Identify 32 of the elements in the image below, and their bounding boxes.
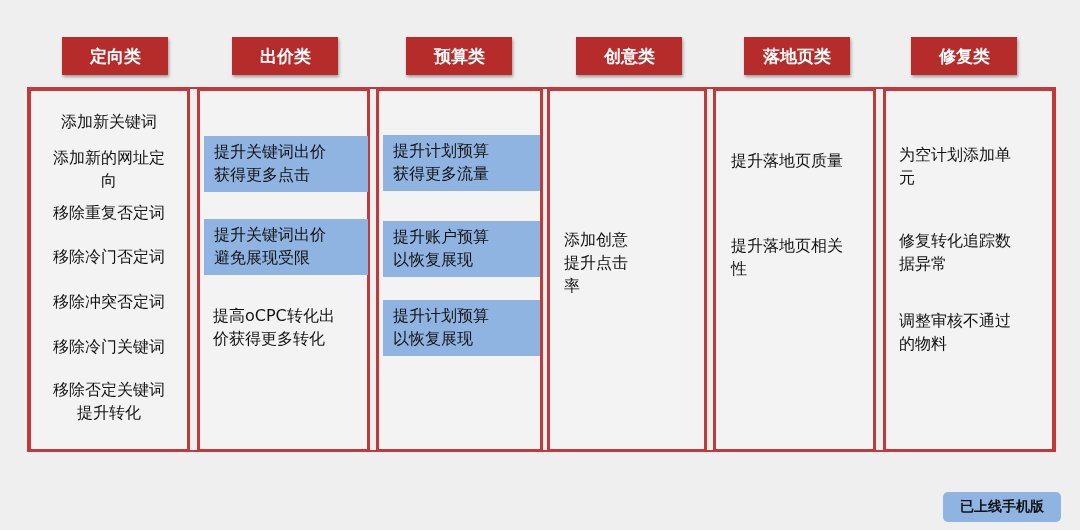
item-text: 添加新的网址定向 bbox=[52, 147, 166, 192]
column-panel bbox=[28, 88, 190, 452]
category-header: 创意类 bbox=[576, 37, 682, 75]
item-text: 调整审核不通过的物料 bbox=[899, 310, 1012, 355]
highlighted-item: 提升关键词出价避免展现受限 bbox=[204, 219, 368, 275]
category-header: 预算类 bbox=[406, 37, 512, 75]
column-panel bbox=[713, 88, 876, 452]
status-badge: 已上线手机版 bbox=[943, 492, 1061, 522]
column-panel bbox=[197, 88, 370, 452]
highlighted-item: 提升计划预算以恢复展现 bbox=[383, 300, 540, 356]
item-text: 添加创意提升点击率 bbox=[564, 229, 629, 297]
item-text: 修复转化追踪数据异常 bbox=[899, 230, 1012, 275]
item-text: 提升落地页相关性 bbox=[731, 235, 844, 280]
item-text: 移除否定关键词提升转化 bbox=[52, 379, 166, 424]
item-text: 移除重复否定词 bbox=[52, 202, 166, 224]
category-header: 定向类 bbox=[62, 37, 168, 75]
highlighted-item: 提升计划预算获得更多流量 bbox=[383, 135, 540, 191]
column-panel bbox=[376, 88, 543, 452]
item-text: 移除冲突否定词 bbox=[52, 291, 166, 313]
item-text: 移除冷门否定词 bbox=[52, 246, 166, 268]
column-panel bbox=[883, 88, 1055, 452]
item-text: 提升落地页质量 bbox=[731, 150, 844, 172]
highlighted-item: 提升账户预算以恢复展现 bbox=[383, 221, 540, 277]
item-text: 提高oCPC转化出价获得更多转化 bbox=[213, 305, 336, 350]
item-text: 为空计划添加单元 bbox=[899, 144, 1012, 189]
category-header: 落地页类 bbox=[744, 37, 850, 75]
item-text: 添加新关键词 bbox=[60, 111, 158, 133]
item-text: 移除冷门关键词 bbox=[52, 336, 166, 358]
category-header: 出价类 bbox=[232, 37, 338, 75]
highlighted-item: 提升关键词出价获得更多点击 bbox=[204, 136, 368, 192]
category-header: 修复类 bbox=[911, 37, 1017, 75]
column-panel bbox=[547, 88, 707, 452]
